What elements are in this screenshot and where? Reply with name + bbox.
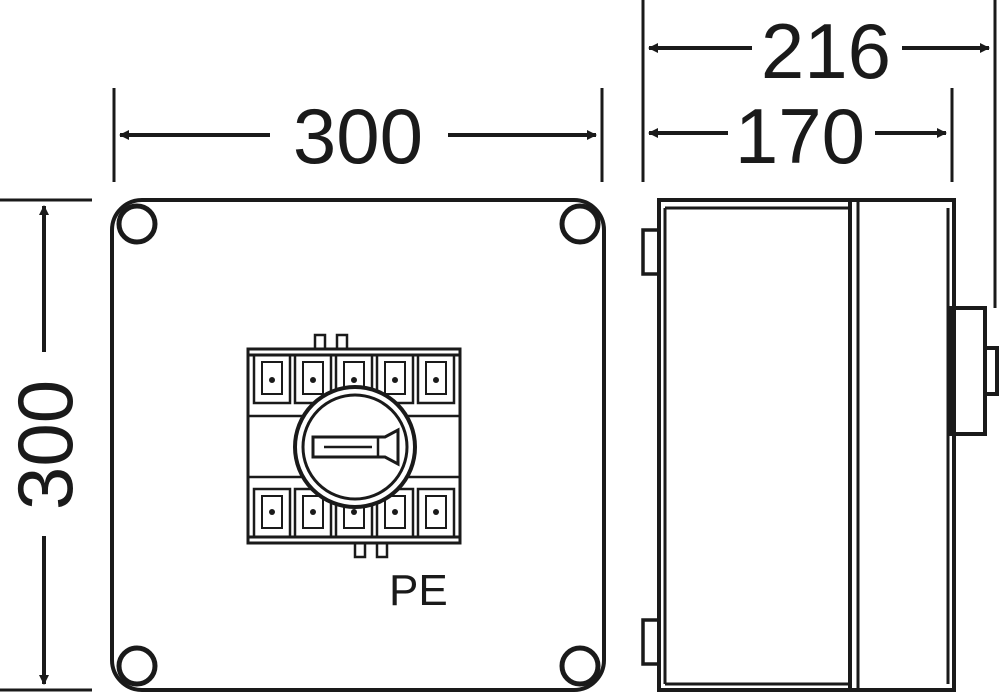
enclosure-side-body [657,198,956,692]
terminal-row-top [252,353,456,405]
side-body-depth-dimension: 170 [648,88,954,182]
rotary-handle-icon [293,385,417,509]
front-width-dimension: 300 [112,88,604,182]
enclosure-front-body [110,198,606,692]
side-total-depth-dimension: 216 [641,0,997,308]
side-total-label: 216 [761,7,891,95]
front-width-label: 300 [293,92,423,180]
side-view [641,198,999,692]
hinge-top [641,228,661,276]
corner-screw-bottom-left [116,645,158,687]
front-height-label: 300 [1,380,89,510]
corner-screw-top-right [559,203,601,245]
front-view: PE [110,198,606,692]
isolator-switch [246,333,462,559]
hinge-bottom [641,618,661,666]
handle-knob-side [983,346,999,396]
side-body-label: 170 [735,92,865,180]
corner-screw-top-left [116,203,158,245]
pe-label: PE [389,566,448,615]
corner-screw-bottom-right [559,645,601,687]
front-height-dimension: 300 [0,198,92,692]
